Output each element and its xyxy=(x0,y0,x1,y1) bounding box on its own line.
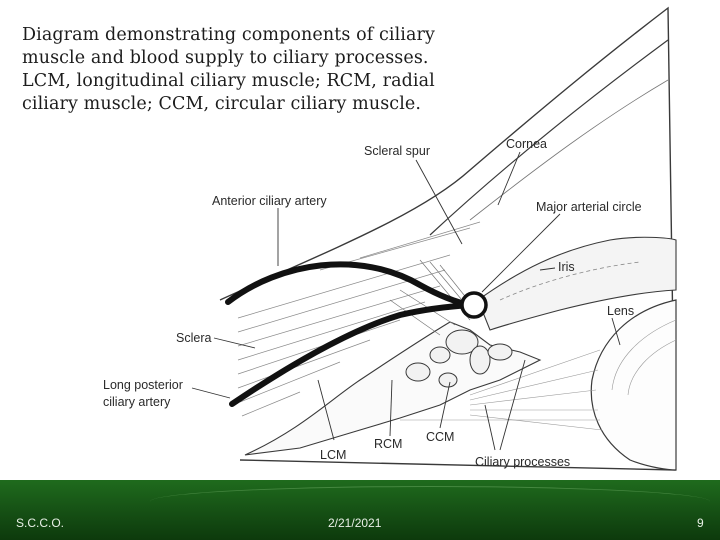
lens-lines xyxy=(611,319,677,396)
label-lens: Lens xyxy=(607,304,634,318)
cornea-inner-edge xyxy=(429,39,669,236)
iris-shape xyxy=(477,236,677,331)
leader-lines xyxy=(191,151,621,451)
cornea-layer xyxy=(469,79,669,221)
label-anterior-ciliary-artery: Anterior ciliary artery xyxy=(212,194,327,208)
sclera-outer-edge xyxy=(219,6,676,471)
label-cornea: Cornea xyxy=(506,137,547,151)
label-long-posterior-line2: ciliary artery xyxy=(103,395,171,409)
label-scleral-spur: Scleral spur xyxy=(364,144,430,158)
lens-shape xyxy=(590,299,677,471)
label-iris: Iris xyxy=(558,260,575,274)
footer-swoosh xyxy=(150,486,710,517)
zonule-fibers xyxy=(400,349,603,431)
label-long-posterior-line1: Long posterior xyxy=(103,378,183,392)
ciliary-body-outline xyxy=(244,321,542,456)
ciliary-processes-blobs xyxy=(405,329,513,388)
label-lcm: LCM xyxy=(320,448,346,462)
major-arterial-circle-ring xyxy=(460,291,488,319)
footer-organization: S.C.C.O. xyxy=(16,516,65,530)
long-posterior-ciliary-artery xyxy=(229,302,473,407)
label-sclera: Sclera xyxy=(176,331,211,345)
label-rcm: RCM xyxy=(374,437,402,451)
anterior-ciliary-artery xyxy=(225,261,473,308)
footer-date: 2/21/2021 xyxy=(328,516,382,530)
label-major-arterial-circle: Major arterial circle xyxy=(536,200,642,214)
iris-stroma xyxy=(499,261,641,301)
footer-bar xyxy=(0,480,720,540)
figure-caption: Diagram demonstrating components of cili… xyxy=(22,25,435,114)
label-ciliary-processes: Ciliary processes xyxy=(475,455,570,469)
ciliary-diagram: Scleral spur Cornea Anterior ciliary art… xyxy=(103,6,677,471)
label-ccm: CCM xyxy=(426,430,454,444)
footer-page-number: 9 xyxy=(697,516,704,530)
